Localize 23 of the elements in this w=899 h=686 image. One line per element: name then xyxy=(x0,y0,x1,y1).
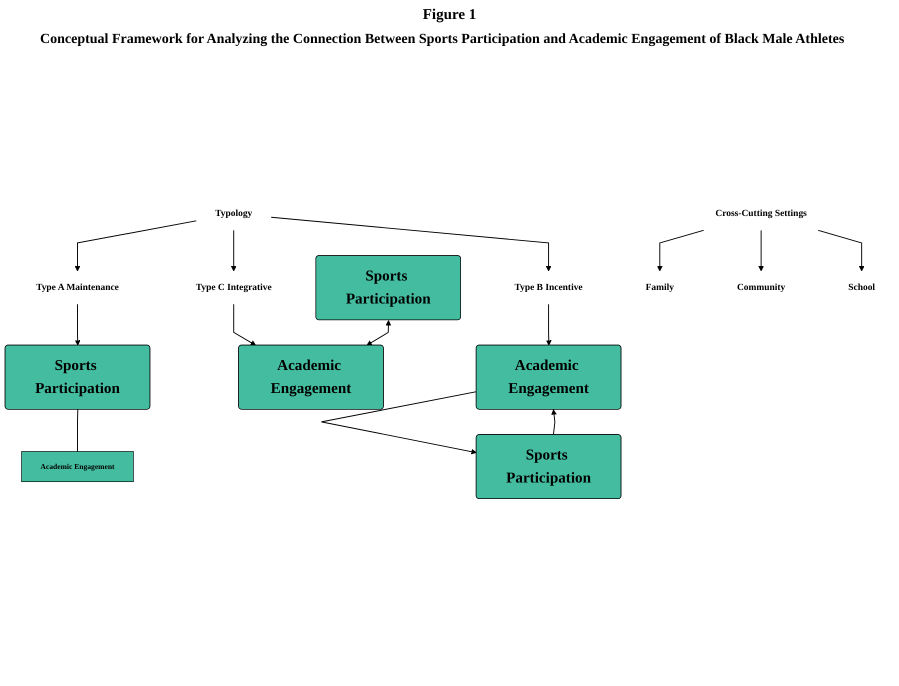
arrow xyxy=(758,230,764,272)
arrow xyxy=(657,230,704,272)
node-text: Community xyxy=(736,282,786,293)
arrow xyxy=(270,216,552,272)
node-text: Cross-Cutting Settings xyxy=(715,208,807,219)
node-text: Type A Maintenance xyxy=(36,282,119,293)
node-text: Typology xyxy=(215,208,252,219)
arrow xyxy=(320,391,477,454)
arrow xyxy=(233,304,256,346)
figure-number: Figure 1 xyxy=(422,7,476,24)
arrow xyxy=(230,230,236,272)
node-text: Type C Integrative xyxy=(196,282,272,293)
arrow xyxy=(818,230,864,272)
node-text: Family xyxy=(646,282,674,293)
arrow xyxy=(366,320,392,346)
connector xyxy=(77,409,78,452)
node-text: Type B Incentive xyxy=(514,282,583,293)
arrow xyxy=(74,304,80,346)
figure-caption: Conceptual Framework for Analyzing the Connection Between Sports Participation and Academic Engagement of Black Male Athletes xyxy=(40,32,846,48)
arrow xyxy=(546,304,552,346)
arrow xyxy=(551,409,557,436)
arrow xyxy=(74,220,197,272)
node-text: School xyxy=(848,282,876,293)
